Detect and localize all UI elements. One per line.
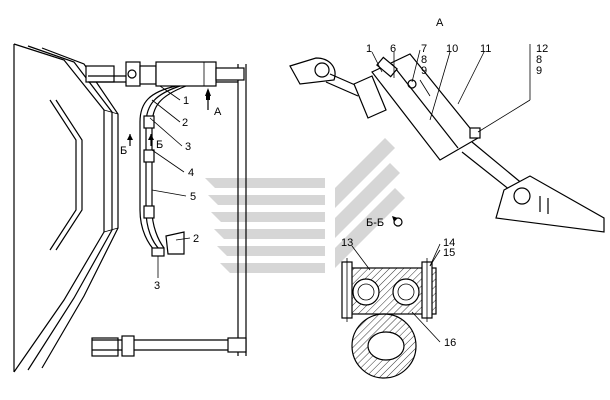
view-a-cylinder — [289, 53, 605, 233]
callout-a-12: 12 — [536, 43, 548, 55]
callout-a-1: 1 — [366, 43, 372, 55]
section-leaders — [351, 243, 441, 343]
dozer-blade — [13, 43, 119, 373]
lift-cylinder — [125, 61, 245, 87]
view-arrow-a-label: А — [214, 106, 222, 118]
callout-a-7: 7 — [421, 43, 427, 55]
left-leaders — [149, 85, 191, 278]
cut-label-left: Б — [120, 145, 127, 157]
callout-2-lower: 2 — [193, 233, 199, 245]
view-a-title: А — [436, 17, 444, 29]
callout-4: 4 — [188, 167, 194, 179]
watermark-logo — [205, 138, 405, 273]
callout-2: 2 — [182, 117, 188, 129]
hydraulic-hoses — [139, 85, 187, 257]
section-cut-markers — [127, 134, 154, 146]
callout-3: 3 — [185, 141, 191, 153]
view-a-leaders — [371, 44, 531, 133]
section-title: Б-Б — [366, 217, 384, 229]
callout-13: 13 — [341, 237, 353, 249]
callout-15: 15 — [443, 247, 455, 259]
cut-label-right: Б — [156, 139, 163, 151]
callout-a-10: 10 — [446, 43, 458, 55]
push-frame — [85, 64, 247, 357]
callout-a-8b: 8 — [536, 54, 542, 66]
callout-3-lower: 3 — [154, 280, 160, 292]
section-bb — [341, 258, 437, 379]
callout-a-8: 8 — [421, 54, 427, 66]
view-arrow-a — [205, 88, 211, 110]
callout-5: 5 — [190, 191, 196, 203]
callout-a-9: 9 — [421, 65, 427, 77]
callout-a-9b: 9 — [536, 65, 542, 77]
callout-a-6: 6 — [390, 43, 396, 55]
callout-14: 14 — [443, 237, 455, 249]
callout-16: 16 — [444, 337, 456, 349]
rotate-symbol — [392, 216, 403, 227]
callout-1: 1 — [183, 95, 189, 107]
callout-a-11: 11 — [480, 43, 491, 55]
